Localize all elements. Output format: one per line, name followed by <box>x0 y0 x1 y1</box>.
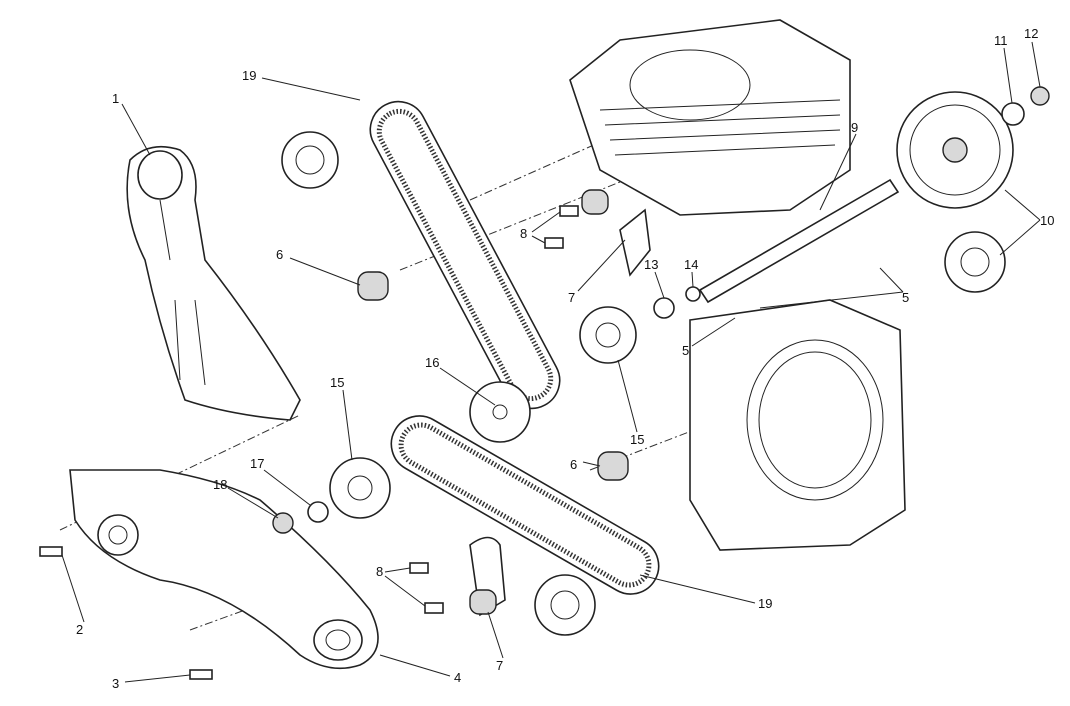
callout-14: 14 <box>684 257 698 272</box>
callout-3: 3 <box>112 676 119 691</box>
callout-7: 7 <box>496 658 503 673</box>
lower-belt-cover <box>69 469 379 670</box>
cylinder-head-front <box>689 299 906 551</box>
callout-18: 18 <box>213 477 227 492</box>
callout-15: 15 <box>630 432 644 447</box>
callout-4: 4 <box>454 670 461 685</box>
callout-1: 1 <box>112 91 119 106</box>
callout-7: 7 <box>568 290 575 305</box>
callout-19: 19 <box>242 68 256 83</box>
camshaft <box>698 178 900 304</box>
timing-belt-lower <box>390 415 660 595</box>
cylinder-head-rear <box>569 19 851 216</box>
callout-12: 12 <box>1024 26 1038 41</box>
callout-2: 2 <box>76 622 83 637</box>
pulleys <box>272 86 1050 636</box>
leader-lines <box>61 41 1041 683</box>
callout-9: 9 <box>851 120 858 135</box>
callout-15: 15 <box>330 375 344 390</box>
callout-17: 17 <box>250 456 264 471</box>
callout-8: 8 <box>520 226 527 241</box>
tensioners-and-fasteners <box>39 189 651 680</box>
callout-16: 16 <box>425 355 439 370</box>
callout-5: 5 <box>902 290 909 305</box>
callout-labels: 1 19 6 8 7 13 14 9 11 12 10 5 5 16 15 15… <box>76 26 1054 691</box>
callout-8: 8 <box>376 564 383 579</box>
callout-10: 10 <box>1040 213 1054 228</box>
callout-6: 6 <box>570 457 577 472</box>
callout-13: 13 <box>644 257 658 272</box>
callout-5: 5 <box>682 343 689 358</box>
callout-19: 19 <box>758 596 772 611</box>
timing-belt-upper <box>369 100 561 410</box>
callout-11: 11 <box>994 33 1008 48</box>
upper-belt-cover <box>126 145 301 421</box>
callout-6: 6 <box>276 247 283 262</box>
